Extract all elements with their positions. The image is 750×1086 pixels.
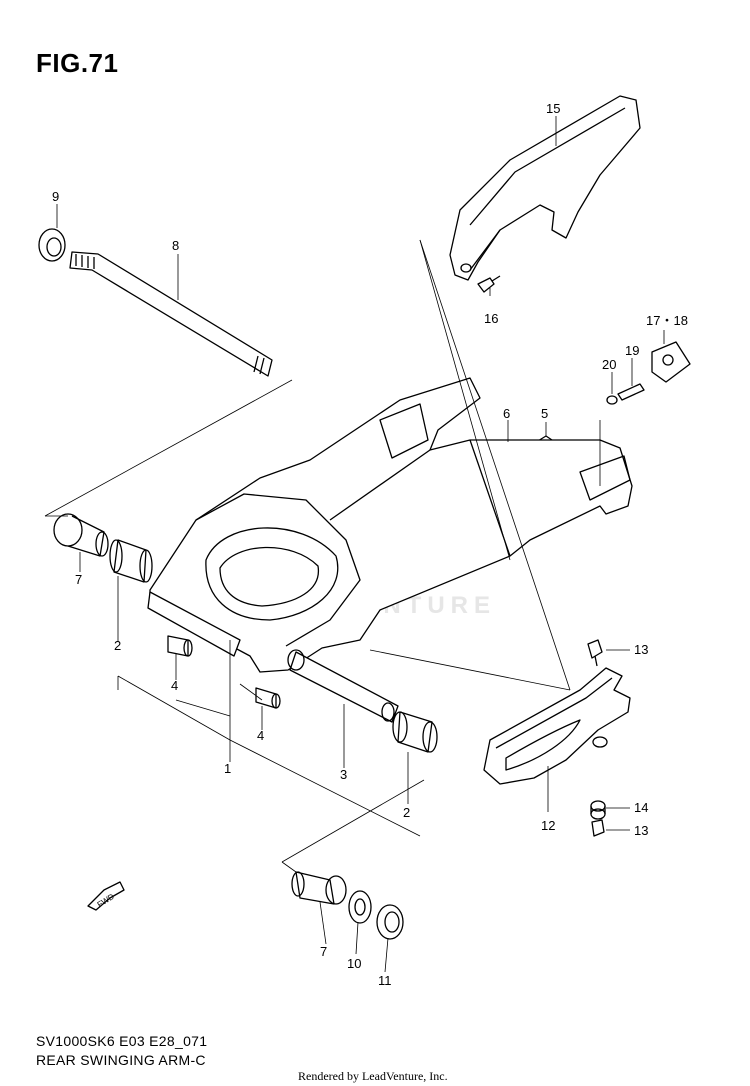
seal-9-part[interactable] xyxy=(38,228,66,262)
callout-4-right: 4 xyxy=(257,728,264,743)
callout-3: 3 xyxy=(340,767,347,782)
fwd-arrow-icon xyxy=(87,881,125,911)
seal-11-part[interactable] xyxy=(376,904,404,940)
callout-20: 20 xyxy=(602,357,616,372)
axle-8-part[interactable] xyxy=(69,251,273,377)
callout-1: 1 xyxy=(224,761,231,776)
callout-2-top: 2 xyxy=(114,638,121,653)
figure-title: FIG.71 xyxy=(36,48,119,78)
swing-arm-part[interactable] xyxy=(149,377,633,673)
callout-13-top: 13 xyxy=(634,642,648,657)
callout-2-bottom: 2 xyxy=(403,805,410,820)
callout-11: 11 xyxy=(378,973,392,988)
needle-bearing-4b-part[interactable] xyxy=(255,687,281,709)
callout-6: 6 xyxy=(503,406,510,421)
collar-14-part[interactable] xyxy=(590,800,606,820)
bearing-2-top-part[interactable] xyxy=(109,539,153,583)
leader-lines xyxy=(44,116,665,973)
callout-labels: 15 9 8 16 17・18 20 19 6 5 7 2 4 4 13 1 3… xyxy=(52,101,688,988)
bolt-13-bottom-part[interactable] xyxy=(591,819,605,837)
washer-20-part[interactable] xyxy=(606,395,618,405)
callout-9: 9 xyxy=(52,189,59,204)
bushing-7-top-part[interactable] xyxy=(53,513,109,557)
callout-12: 12 xyxy=(541,818,555,833)
bushing-7-bottom-part[interactable] xyxy=(291,871,347,905)
bolt-16-part[interactable] xyxy=(477,275,501,293)
callout-15: 15 xyxy=(546,101,560,116)
callout-4-left: 4 xyxy=(171,678,178,693)
callout-19: 19 xyxy=(625,343,639,358)
figure-name: REAR SWINGING ARM-C xyxy=(36,1052,206,1068)
callout-7-top: 7 xyxy=(75,572,82,587)
bolt-13-top-part[interactable] xyxy=(587,639,603,667)
washer-10-part[interactable] xyxy=(348,890,372,924)
callout-16: 16 xyxy=(484,311,498,326)
chain-cover-part[interactable] xyxy=(449,95,641,281)
stopper-17-18-part[interactable] xyxy=(651,341,691,383)
render-credit: Rendered by LeadVenture, Inc. xyxy=(298,1069,448,1083)
chain-buffer-12-part[interactable] xyxy=(483,667,631,785)
pivot-pipe-part[interactable] xyxy=(147,591,399,723)
callout-10: 10 xyxy=(347,956,361,971)
callout-17-18: 17・18 xyxy=(646,313,688,328)
callout-5: 5 xyxy=(541,406,548,421)
model-code: SV1000SK6 E03 E28_071 xyxy=(36,1033,208,1049)
callout-7-bottom: 7 xyxy=(320,944,327,959)
callout-14: 14 xyxy=(634,800,648,815)
needle-bearing-4a-part[interactable] xyxy=(167,635,193,657)
bolt-19-part[interactable] xyxy=(617,383,645,401)
callout-8: 8 xyxy=(172,238,179,253)
bearing-2-bottom-part[interactable] xyxy=(392,711,438,753)
callout-13-bottom: 13 xyxy=(634,823,648,838)
